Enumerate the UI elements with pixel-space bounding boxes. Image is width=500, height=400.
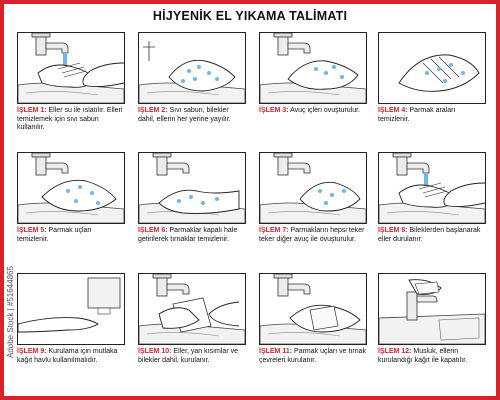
step-8-text: Bileklerden başlanarak eller durulanır. xyxy=(378,227,481,243)
step-8-illustration xyxy=(378,152,486,224)
dry-hands-icon xyxy=(139,274,245,344)
step-12-number: İŞLEM 12: xyxy=(378,348,412,355)
thumb-rub-icon xyxy=(260,153,366,223)
wet-hands-icon xyxy=(18,33,124,103)
step-7-illustration xyxy=(259,152,367,224)
step-10: İŞLEM 10: Eller, yan kısımlar ve bilekle… xyxy=(138,273,246,365)
step-7-text: Parmakların hepsi teker teker diğer avuç… xyxy=(259,227,365,243)
step-3-number: İŞLEM 3: xyxy=(259,107,289,114)
step-12: İŞLEM 12: Musluk, ellerin kurulandığı ka… xyxy=(378,273,486,365)
step-2-illustration xyxy=(138,32,246,104)
step-10-number: İŞLEM 10: xyxy=(138,348,172,355)
step-8: İŞLEM 8: Bileklerden başlanarak eller du… xyxy=(378,152,486,244)
step-1: İŞLEM 1: Eller su ile ıslatılır. Elleri … xyxy=(17,32,125,133)
paper-towel-dispenser-icon xyxy=(18,277,121,333)
step-4-number: İŞLEM 4: xyxy=(378,107,408,114)
step-11-number: İŞLEM 11: xyxy=(259,348,293,355)
step-9: İŞLEM 9: Kurulama için mutlaka kağıt hav… xyxy=(17,273,125,365)
step-6: İŞLEM 6: Parmaklar kapalı hale getiriler… xyxy=(138,152,246,244)
step-4-text: Parmak araları temizlenir. xyxy=(378,107,456,123)
watermark-text: Adobe Stock | #51644865 xyxy=(6,266,15,358)
step-6-illustration xyxy=(138,152,246,224)
step-5-illustration xyxy=(17,152,125,224)
step-1-illustration xyxy=(17,32,125,104)
step-7-number: İŞLEM 7: xyxy=(259,227,289,234)
step-10-illustration xyxy=(138,273,246,345)
step-2-text: Sıvı sabun, bilekler dahil, ellerin her … xyxy=(138,107,231,123)
step-10-text: Eller, yan kısımlar ve bilekler dahil, k… xyxy=(138,348,238,364)
step-8-number: İŞLEM 8: xyxy=(378,227,408,234)
step-9-number: İŞLEM 9: xyxy=(17,348,47,355)
step-3-illustration xyxy=(259,32,367,104)
step-7: İŞLEM 7: Parmakların hepsi teker teker d… xyxy=(259,152,367,244)
step-5-number: İŞLEM 5: xyxy=(17,227,47,234)
step-4: İŞLEM 4: Parmak araları temizlenir. xyxy=(378,32,486,124)
poster-title: HİJYENİK EL YIKAMA TALİMATI xyxy=(152,9,348,23)
between-fingers-icon xyxy=(398,54,480,92)
step-11-text: Parmak uçları ve tırnak çevreleri kurula… xyxy=(259,348,366,364)
step-3: İŞLEM 3: Avuç içleri ovuşturulur. xyxy=(259,32,367,116)
step-3-text: Avuç içleri ovuşturulur. xyxy=(290,107,361,114)
rub-palms-icon xyxy=(260,33,366,103)
soap-hands-icon xyxy=(139,41,245,103)
step-6-text: Parmaklar kapalı hale getirilerek tırnak… xyxy=(138,227,238,243)
nails-icon xyxy=(139,153,245,223)
step-6-number: İŞLEM 6: xyxy=(138,227,168,234)
step-2-number: İŞLEM 2: xyxy=(138,107,168,114)
step-12-text: Musluk, ellerin kurulandığı kağıt ile ka… xyxy=(378,348,468,364)
step-5-text: Parmak uçları temizlenir. xyxy=(17,227,92,243)
step-4-illustration xyxy=(378,32,486,104)
step-1-text: Eller su ile ıslatılır. Elleri temizleme… xyxy=(17,107,123,131)
step-11: İŞLEM 11: Parmak uçları ve tırnak çevrel… xyxy=(259,273,367,365)
step-11-illustration xyxy=(259,273,367,345)
step-12-illustration xyxy=(378,273,486,345)
rinse-hands-icon xyxy=(379,153,485,223)
fingertips-icon xyxy=(18,153,124,223)
step-1-number: İŞLEM 1: xyxy=(17,107,47,114)
dry-fingertips-icon xyxy=(260,274,366,344)
step-2: İŞLEM 2: Sıvı sabun, bilekler dahil, ell… xyxy=(138,32,246,124)
step-5: İŞLEM 5: Parmak uçları temizlenir. xyxy=(17,152,125,244)
step-9-illustration xyxy=(17,273,125,345)
step-9-text: Kurulama için mutlaka kağıt havlu kullan… xyxy=(17,348,118,364)
close-faucet-icon xyxy=(379,279,485,344)
